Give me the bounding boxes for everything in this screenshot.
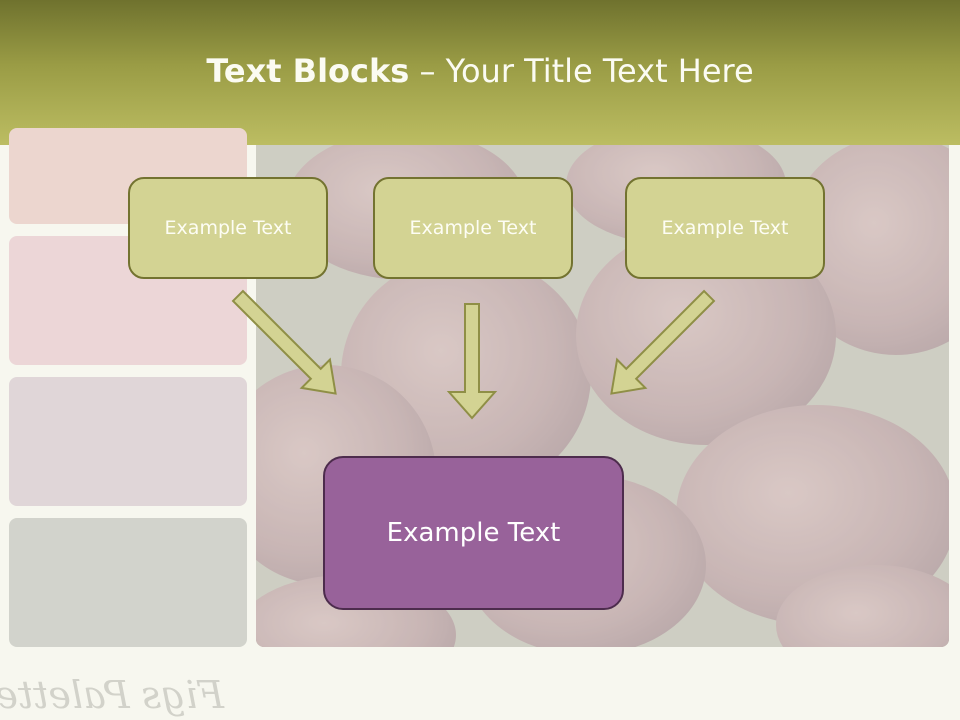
text-block-top-center-label: Example Text: [409, 217, 537, 239]
arrow-left: [231, 289, 337, 395]
text-block-bottom-label: Example Text: [386, 518, 561, 548]
palette-swatch-3: [9, 377, 247, 506]
arrow-right: [610, 289, 716, 395]
title-bold: Text Blocks: [206, 51, 410, 90]
arrow-center: [446, 303, 498, 420]
text-block-top-center[interactable]: Example Text: [373, 177, 573, 279]
brand-watermark: Figs Palette: [0, 673, 224, 717]
text-block-top-left[interactable]: Example Text: [128, 177, 328, 279]
slide-title[interactable]: Text Blocks – Your Title Text Here: [206, 52, 753, 90]
title-bar: Text Blocks – Your Title Text Here: [0, 0, 960, 145]
text-block-top-left-label: Example Text: [164, 217, 292, 239]
text-block-bottom[interactable]: Example Text: [323, 456, 624, 610]
text-block-top-right[interactable]: Example Text: [625, 177, 825, 279]
palette-swatch-4: [9, 518, 247, 647]
title-rest: – Your Title Text Here: [409, 51, 754, 90]
text-block-top-right-label: Example Text: [661, 217, 789, 239]
